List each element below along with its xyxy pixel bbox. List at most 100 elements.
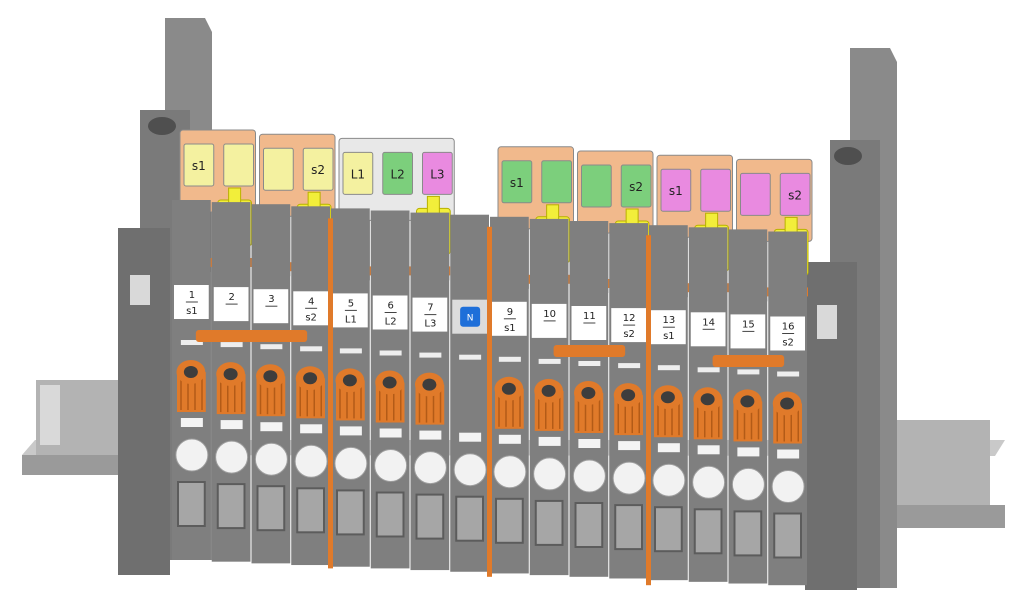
test-slot — [220, 342, 243, 348]
indicator-lamp — [501, 160, 533, 204]
release-tab[interactable] — [777, 449, 800, 459]
indicator-lamp — [342, 151, 374, 195]
indicator-lamp — [382, 151, 413, 195]
jumper-bridge[interactable] — [195, 330, 308, 342]
release-tab[interactable] — [459, 432, 482, 442]
test-slot — [697, 367, 720, 373]
marker-sub: s1 — [663, 331, 675, 342]
marker-sub: L3 — [424, 319, 436, 330]
indicator-lamp — [541, 160, 572, 204]
terminal-6: 6L2 — [370, 210, 410, 569]
release-tab[interactable] — [618, 441, 641, 451]
marker-number: 2 — [228, 292, 234, 303]
screw-hole — [541, 384, 556, 397]
release-tab[interactable] — [419, 430, 442, 440]
screw-hole — [780, 397, 795, 410]
wire-entry[interactable] — [652, 463, 686, 497]
bottom-pocket — [733, 510, 763, 557]
screw-hole — [183, 366, 198, 378]
release-tab[interactable] — [300, 424, 323, 434]
wire-entry[interactable] — [215, 440, 249, 474]
marker-number: 14 — [702, 317, 715, 328]
terminal-9: 9s1 — [487, 216, 529, 577]
neutral-marker — [460, 306, 481, 327]
wire-entry[interactable] — [612, 461, 646, 495]
wire-entry[interactable] — [771, 470, 805, 503]
right-end-plate-front — [805, 262, 857, 590]
lamp-label: L2 — [390, 167, 404, 181]
terminal-5: 5L1 — [328, 208, 370, 569]
release-tab[interactable] — [538, 436, 561, 446]
lamp-label: s2 — [311, 163, 325, 177]
wire-entry[interactable] — [731, 467, 765, 501]
terminal-14: 14 — [688, 227, 728, 582]
test-slot — [498, 356, 521, 362]
terminal-11: 11 — [569, 221, 609, 577]
release-tab[interactable] — [657, 443, 680, 453]
terminal-4: 4s2 — [291, 206, 330, 566]
wire-entry[interactable] — [692, 465, 726, 499]
marker-sub: s1 — [504, 323, 516, 334]
wire-entry[interactable] — [413, 451, 447, 485]
test-slot — [578, 361, 601, 366]
indicator-lamp — [660, 168, 692, 212]
marker-number: N — [467, 314, 474, 324]
bottom-pocket — [216, 483, 246, 530]
marker-number: 12 — [623, 313, 636, 324]
wire-entry[interactable] — [533, 457, 567, 491]
indicator-lamp — [581, 164, 612, 208]
marker-number: 16 — [782, 322, 795, 333]
wire-entry[interactable] — [254, 442, 288, 476]
marker-number: 5 — [348, 298, 354, 309]
screw-hole — [382, 376, 397, 389]
terminal-2: 2 — [211, 202, 251, 562]
jumper-bridge[interactable] — [712, 355, 785, 367]
test-slot — [618, 363, 641, 369]
release-tab[interactable] — [339, 426, 362, 436]
indicator-lamp — [779, 172, 811, 216]
release-tab[interactable] — [697, 445, 720, 455]
screw-hole — [581, 387, 596, 399]
marker-number: 7 — [427, 303, 433, 314]
marker-number: 9 — [507, 307, 513, 318]
group-separator — [646, 235, 651, 586]
release-tab[interactable] — [180, 418, 203, 427]
wire-entry[interactable] — [294, 444, 328, 478]
wire-entry[interactable] — [334, 446, 368, 480]
marker-number: 11 — [583, 311, 596, 322]
left-end-window — [130, 275, 150, 305]
release-tab[interactable] — [498, 434, 521, 444]
terminal-10: 10 — [529, 218, 569, 576]
left-end-plate-front — [118, 228, 170, 575]
release-tab[interactable] — [260, 422, 283, 432]
lamp-label: s1 — [192, 159, 206, 173]
screw-hole — [223, 368, 238, 381]
test-slot — [737, 369, 760, 375]
screw-hole — [303, 372, 318, 385]
marker-sub: s1 — [186, 306, 198, 317]
screw-hole — [501, 382, 516, 395]
marker-number: 10 — [543, 309, 556, 320]
test-slot — [339, 348, 362, 354]
wire-entry[interactable] — [493, 455, 527, 489]
release-tab[interactable] — [578, 439, 601, 448]
jumper-bridge[interactable] — [553, 345, 626, 357]
marker-number: 6 — [387, 301, 393, 312]
lamp-label: L1 — [351, 167, 365, 181]
release-tab[interactable] — [220, 420, 243, 430]
indicator-lamp — [740, 172, 771, 216]
test-slot — [419, 352, 442, 358]
screw-hole — [621, 389, 636, 402]
bottom-pocket — [296, 487, 325, 534]
wire-entry[interactable] — [572, 459, 606, 493]
bottom-pocket — [654, 506, 683, 553]
wire-entry[interactable] — [374, 449, 408, 482]
lamp-label: s1 — [510, 176, 524, 190]
release-tab[interactable] — [737, 447, 760, 457]
din-rail-bottom-flange-left — [22, 455, 130, 475]
wire-entry[interactable] — [453, 453, 487, 487]
wire-entry[interactable] — [175, 438, 209, 472]
release-tab[interactable] — [379, 428, 402, 438]
